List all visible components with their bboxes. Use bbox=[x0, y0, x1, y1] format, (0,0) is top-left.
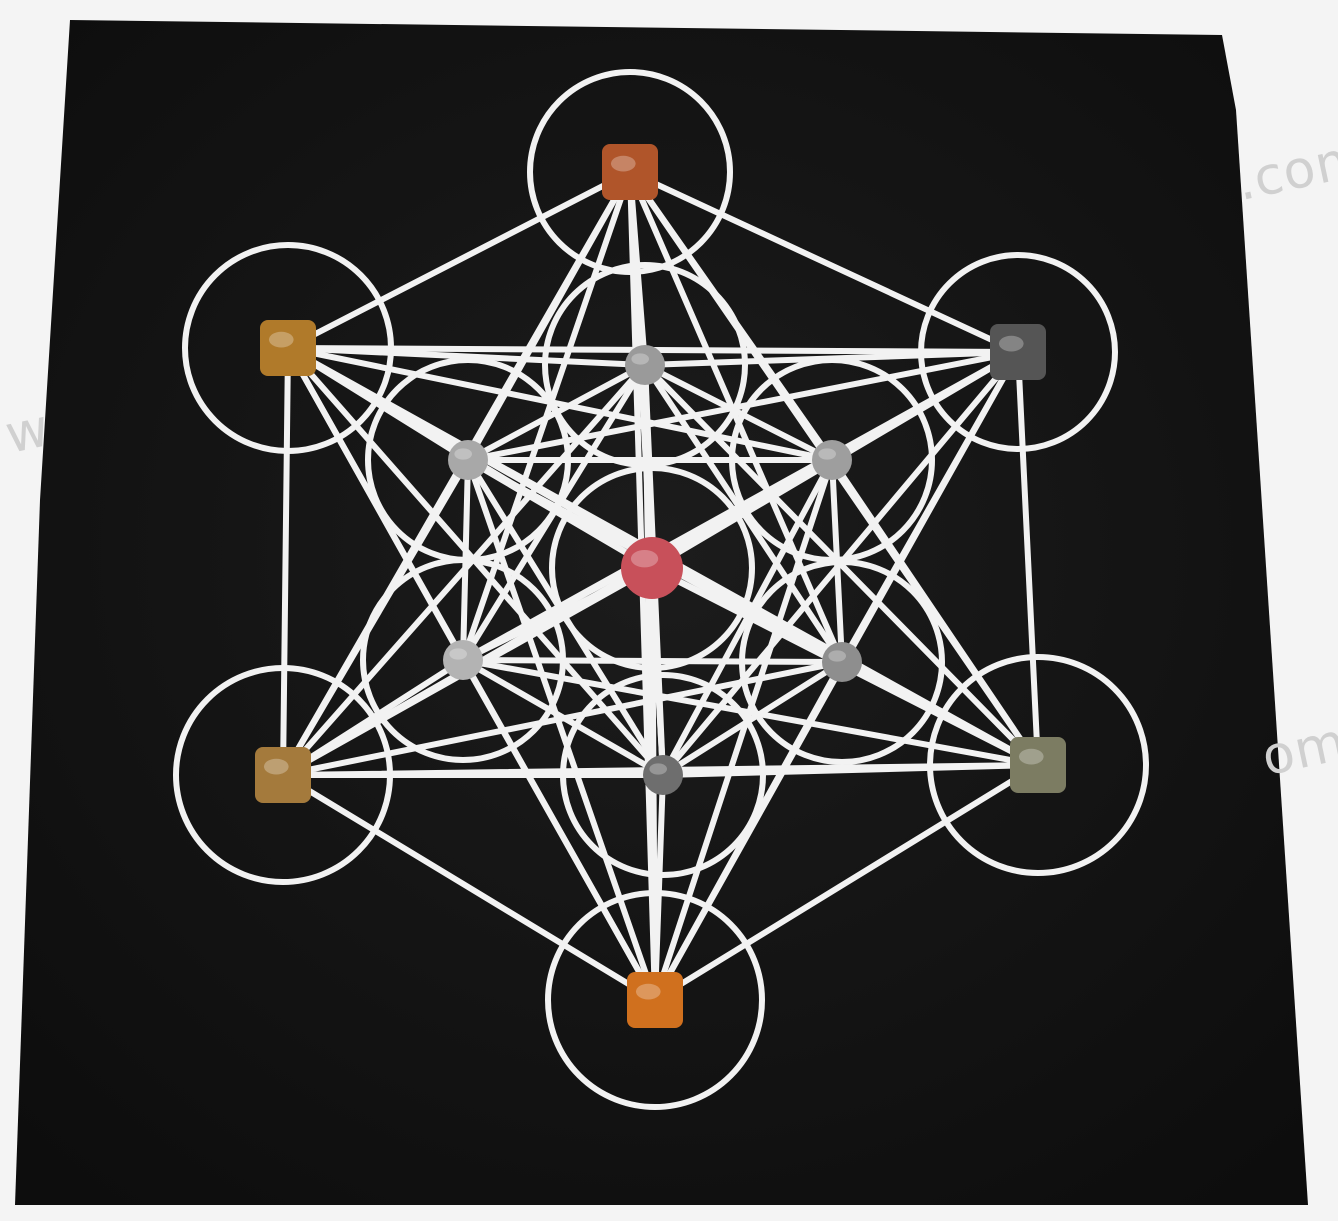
stone-center bbox=[621, 537, 683, 599]
stone-lower-left-inner bbox=[443, 640, 483, 680]
stone-upper-left bbox=[260, 320, 316, 376]
stone-top-inner bbox=[625, 345, 665, 385]
stone-top-outer bbox=[602, 144, 658, 200]
stone-upper-left-inner bbox=[448, 440, 488, 480]
stone-lower-left bbox=[255, 747, 311, 803]
grid-line bbox=[463, 660, 842, 662]
stone-upper-right bbox=[990, 324, 1046, 380]
stone-bottom-outer bbox=[627, 972, 683, 1028]
stone-lower-right bbox=[1010, 737, 1066, 793]
stone-upper-right-inner bbox=[812, 440, 852, 480]
stone-bottom-inner bbox=[643, 755, 683, 795]
stone-lower-right-inner bbox=[822, 642, 862, 682]
